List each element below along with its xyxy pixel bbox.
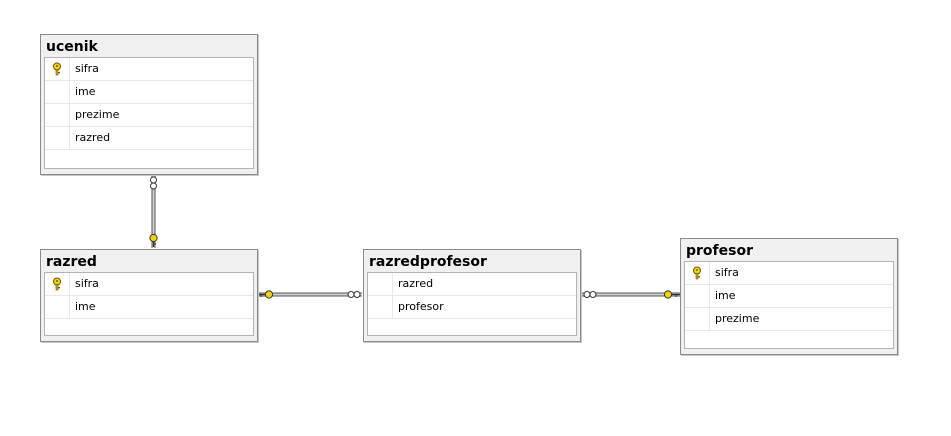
column-name: profesor xyxy=(398,300,444,313)
column-row[interactable]: sifra xyxy=(45,273,253,296)
row-selector[interactable] xyxy=(685,262,710,284)
column-row[interactable]: ime xyxy=(45,81,253,104)
primary-key-icon xyxy=(693,266,701,280)
column-name: ime xyxy=(75,85,96,98)
row-selector[interactable] xyxy=(45,81,70,103)
table-profesor[interactable]: profesor sifra ime prezime xyxy=(680,238,898,355)
table-title[interactable]: razredprofesor xyxy=(369,254,487,270)
column-name: razred xyxy=(398,277,434,290)
column-name: razred xyxy=(75,131,111,144)
many-end-infinity-icon xyxy=(583,291,597,298)
column-name: sifra xyxy=(75,62,99,75)
column-row[interactable]: prezime xyxy=(45,104,253,127)
many-end-infinity-icon xyxy=(347,291,361,298)
column-row[interactable]: razred xyxy=(45,127,253,150)
column-name: sifra xyxy=(715,266,739,279)
relationship-ucenik-razred[interactable] xyxy=(149,175,158,248)
one-end-key-icon xyxy=(258,290,274,299)
column-name: prezime xyxy=(715,312,760,325)
column-row[interactable]: sifra xyxy=(685,262,893,285)
column-name: ime xyxy=(715,289,736,302)
column-row[interactable]: prezime xyxy=(685,308,893,331)
column-row[interactable]: sifra xyxy=(45,58,253,81)
many-end-infinity-icon xyxy=(150,176,157,190)
column-row[interactable]: razred xyxy=(368,273,576,296)
relationship-razredprofesor-razred[interactable] xyxy=(258,290,362,299)
table-title[interactable]: ucenik xyxy=(46,39,98,55)
table-columns: sifra ime prezime razred xyxy=(44,57,254,169)
primary-key-icon xyxy=(53,277,61,291)
column-row[interactable]: ime xyxy=(45,296,253,319)
column-row[interactable]: profesor xyxy=(368,296,576,319)
table-columns: razred profesor xyxy=(367,272,577,336)
column-name: ime xyxy=(75,300,96,313)
row-selector[interactable] xyxy=(45,58,70,80)
one-end-key-icon xyxy=(663,290,680,299)
row-selector[interactable] xyxy=(45,273,70,295)
row-selector[interactable] xyxy=(368,273,393,295)
table-title[interactable]: razred xyxy=(46,254,97,270)
primary-key-icon xyxy=(53,62,61,76)
row-selector[interactable] xyxy=(45,104,70,126)
column-name: prezime xyxy=(75,108,120,121)
row-selector[interactable] xyxy=(45,127,70,149)
row-selector[interactable] xyxy=(685,308,710,330)
table-columns: sifra ime xyxy=(44,272,254,336)
row-selector[interactable] xyxy=(368,296,393,318)
table-ucenik[interactable]: ucenik sifra ime prezime razred xyxy=(40,34,258,175)
row-selector[interactable] xyxy=(45,296,70,318)
row-selector[interactable] xyxy=(685,285,710,307)
table-columns: sifra ime prezime xyxy=(684,261,894,349)
table-razred[interactable]: razred sifra ime xyxy=(40,249,258,342)
column-row[interactable]: ime xyxy=(685,285,893,308)
table-title[interactable]: profesor xyxy=(686,243,753,259)
relationship-razredprofesor-profesor[interactable] xyxy=(581,290,680,299)
column-name: sifra xyxy=(75,277,99,290)
table-razredprofesor[interactable]: razredprofesor razred profesor xyxy=(363,249,581,342)
one-end-key-icon xyxy=(149,233,158,247)
